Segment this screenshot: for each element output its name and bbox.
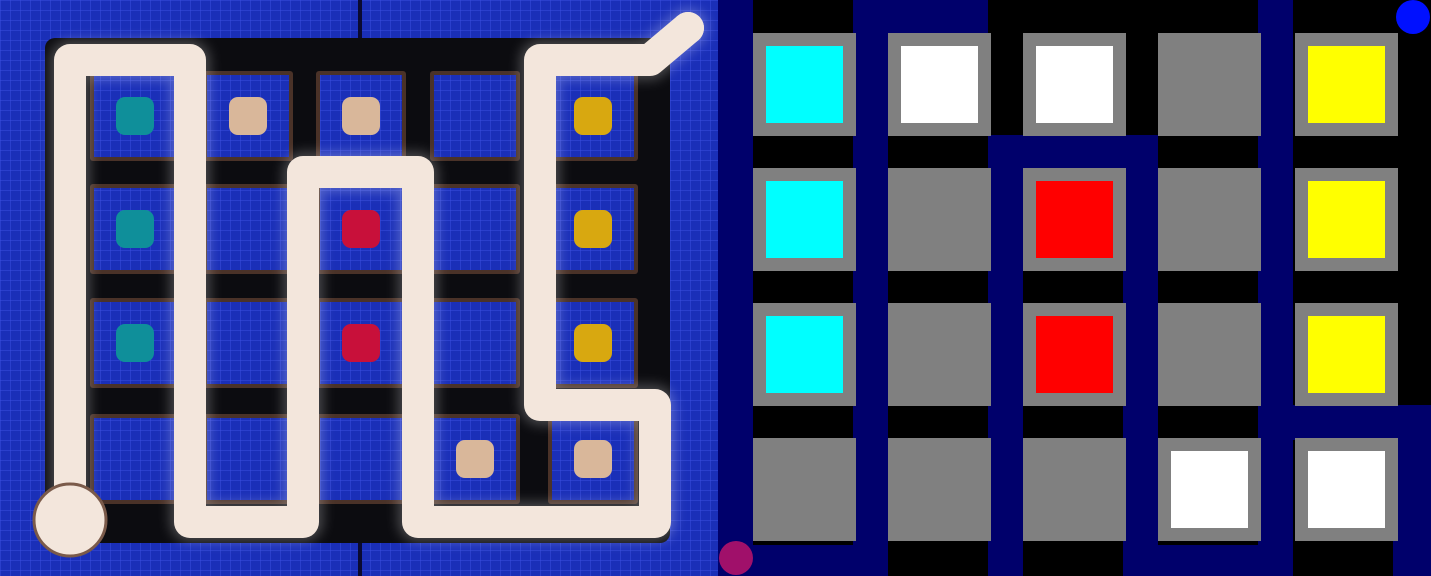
token-red[interactable] (342, 210, 380, 248)
schema-token-red (1036, 316, 1113, 393)
schema-cell-2-3[interactable] (1158, 303, 1261, 406)
token-yellow[interactable] (574, 97, 612, 135)
schema-path-segment (1123, 135, 1158, 576)
schema-path-segment (1393, 405, 1431, 576)
cell-1-1[interactable] (207, 188, 289, 270)
cell-3-2[interactable] (320, 418, 402, 500)
schema-path-segment (1293, 405, 1393, 440)
schema-path-segment (1158, 545, 1258, 576)
token-yellow[interactable] (574, 324, 612, 362)
board-3d-canvas (0, 0, 718, 576)
cell-2-1[interactable] (207, 302, 289, 384)
token-yellow[interactable] (574, 210, 612, 248)
cell-3-0[interactable] (94, 418, 176, 500)
schema-cell-1-3[interactable] (1158, 168, 1261, 271)
schema-token-cyan (766, 181, 843, 258)
schema-token-red (1036, 181, 1113, 258)
schema-cell-3-2[interactable] (1023, 438, 1126, 541)
schema-path-segment (888, 0, 988, 35)
start-point[interactable] (719, 541, 753, 575)
cell-2-3[interactable] (434, 302, 516, 384)
schema-token-yellow (1308, 181, 1385, 258)
cell-0-3[interactable] (434, 75, 516, 157)
schema-token-yellow (1308, 46, 1385, 123)
schema-token-tan (1171, 451, 1248, 528)
schema-cell-3-1[interactable] (888, 438, 991, 541)
path-start-knob[interactable] (32, 482, 108, 558)
token-cyan[interactable] (116, 97, 154, 135)
schema-token-cyan (766, 46, 843, 123)
schema-cell-3-0[interactable] (753, 438, 856, 541)
schema-path-segment (753, 545, 853, 576)
end-point[interactable] (1396, 0, 1430, 34)
token-tan[interactable] (456, 440, 494, 478)
solution-path (54, 12, 704, 538)
schema-cell-2-1[interactable] (888, 303, 991, 406)
schema-path-segment (1023, 135, 1123, 170)
schema-path-segment (1258, 0, 1293, 440)
schema-path-segment (988, 135, 1023, 576)
path-end-cap (672, 12, 704, 44)
schema-token-tan (1308, 451, 1385, 528)
schema-token-cyan (766, 316, 843, 393)
schema-path-segment (718, 0, 753, 576)
token-cyan[interactable] (116, 210, 154, 248)
token-cyan[interactable] (116, 324, 154, 362)
board-3d-view (0, 0, 718, 576)
schema-token-tan (901, 46, 978, 123)
cell-1-3[interactable] (434, 188, 516, 270)
token-red[interactable] (342, 324, 380, 362)
schema-cell-1-1[interactable] (888, 168, 991, 271)
schema-path-segment (853, 0, 888, 576)
cell-3-1[interactable] (207, 418, 289, 500)
schema-cell-0-3[interactable] (1158, 33, 1261, 136)
token-tan[interactable] (229, 97, 267, 135)
schema-token-yellow (1308, 316, 1385, 393)
token-tan[interactable] (574, 440, 612, 478)
board-schematic-canvas (718, 0, 1431, 576)
token-tan[interactable] (342, 97, 380, 135)
schema-token-tan (1036, 46, 1113, 123)
board-schematic-view (718, 0, 1431, 576)
